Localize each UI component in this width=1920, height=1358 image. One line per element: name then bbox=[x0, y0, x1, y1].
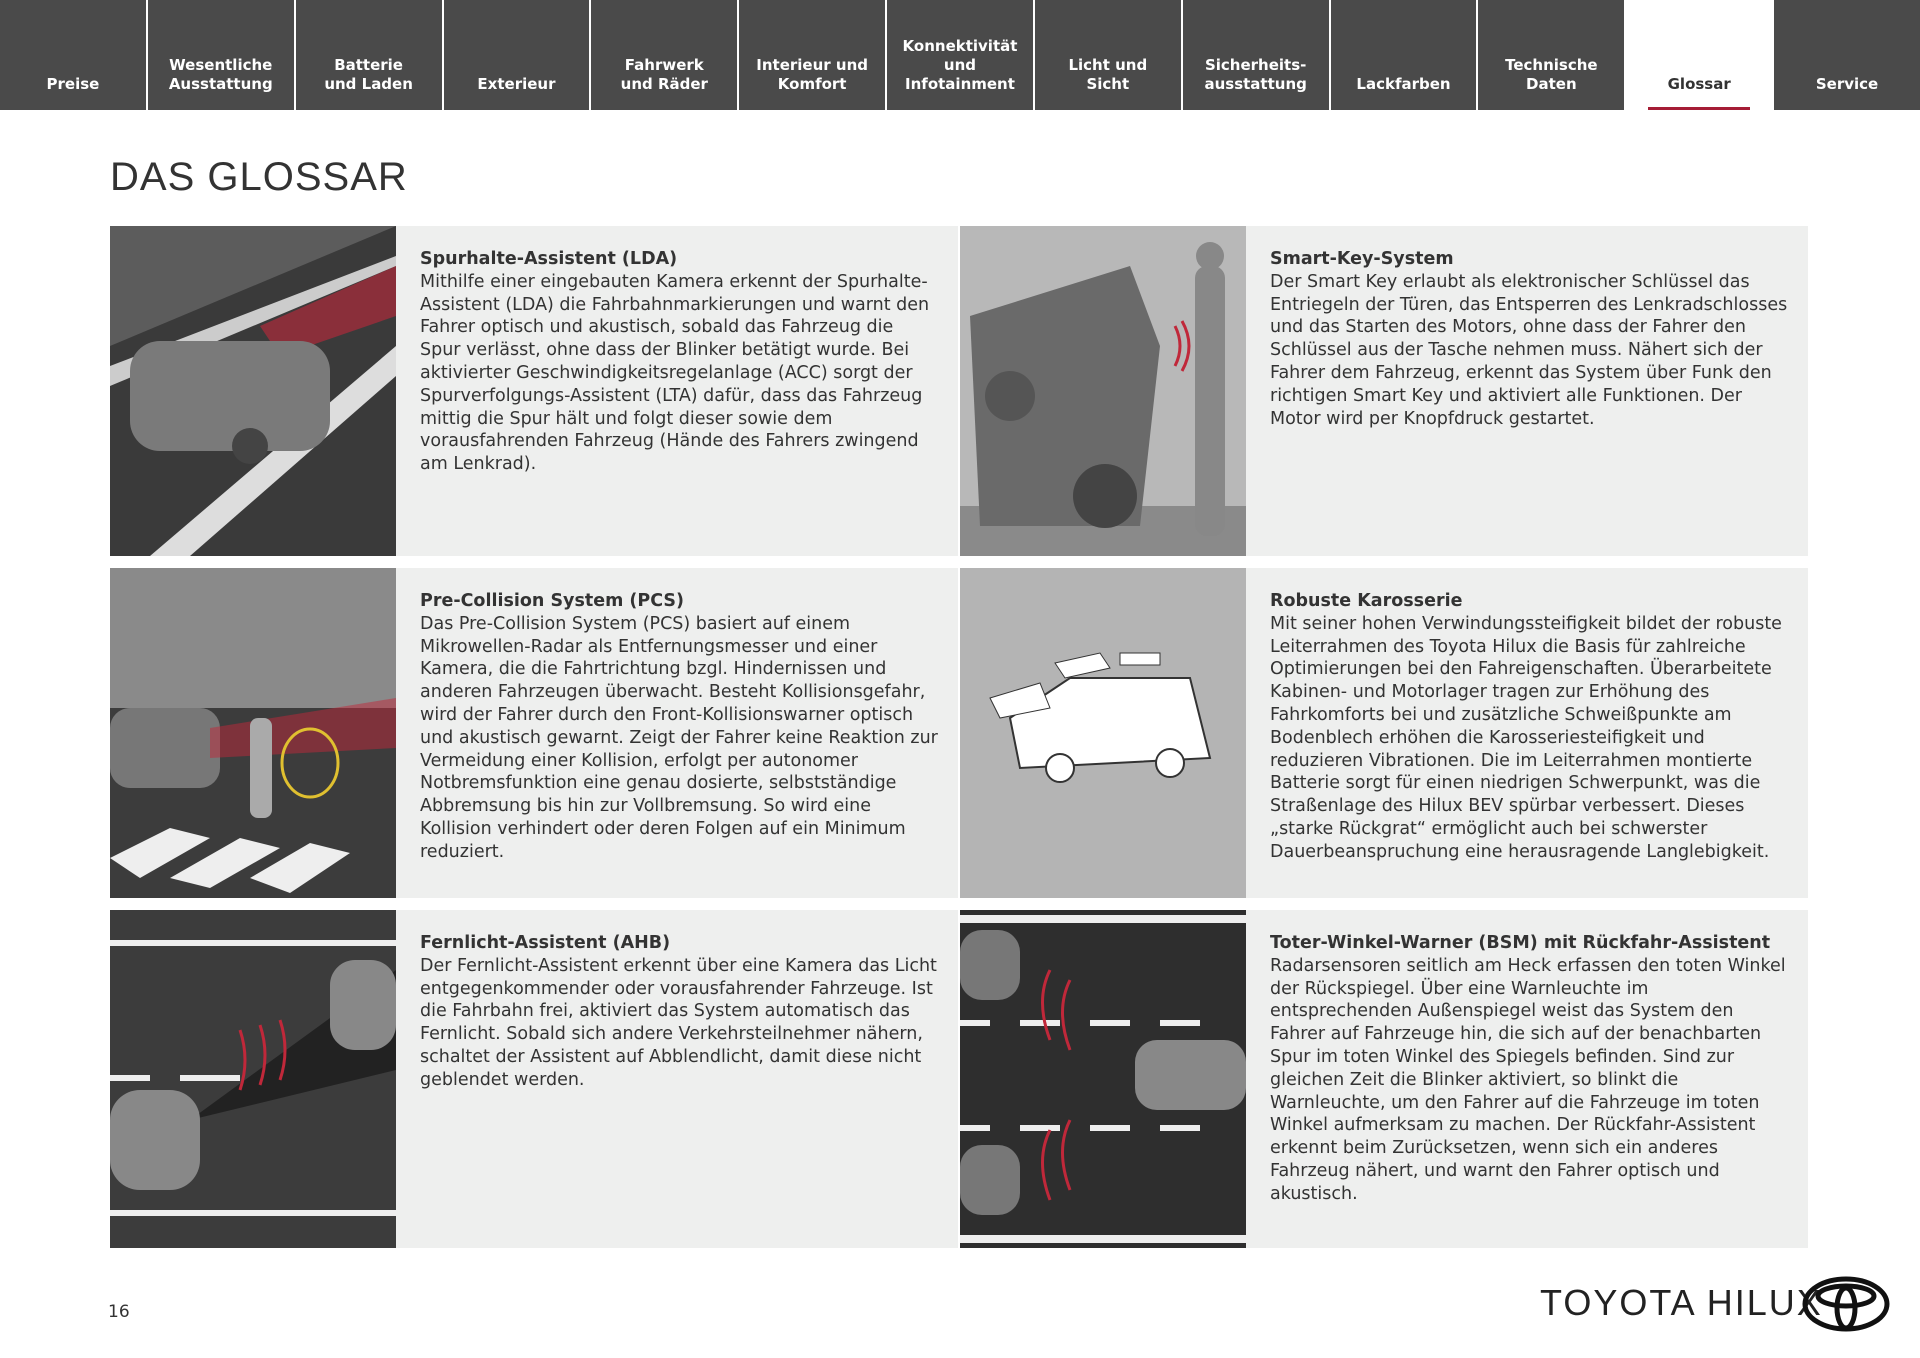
tab-wesentliche-ausstattung[interactable]: Wesentliche Ausstattung bbox=[147, 0, 294, 110]
tab-preise[interactable]: Preise bbox=[0, 0, 146, 110]
entry-text: Das Pre-Collision System (PCS) basiert a… bbox=[420, 613, 938, 862]
tab-technische-daten[interactable]: Technische Daten bbox=[1478, 0, 1625, 110]
section-nav: Preise Wesentliche Ausstattung Batterie … bbox=[0, 0, 1920, 110]
tab-licht-und-sicht[interactable]: Licht und Sicht bbox=[1034, 0, 1181, 110]
entry-text: Mithilfe einer eingebauten Kamera erkenn… bbox=[420, 271, 930, 475]
entry-text: Radarsensoren seitlich am Heck erfassen … bbox=[1270, 955, 1786, 1204]
bsm-illustration bbox=[960, 910, 1246, 1248]
tab-service[interactable]: Service bbox=[1774, 0, 1920, 110]
entry-title: Toter-Winkel-Warner (BSM) mit Rückfahr-A… bbox=[1270, 933, 1771, 953]
tab-fahrwerk[interactable]: Fahrwerk und Räder bbox=[591, 0, 738, 110]
page-number: 16 bbox=[108, 1302, 130, 1322]
ahb-illustration bbox=[110, 910, 396, 1248]
glossary-entry: Pre-Collision System (PCS)Das Pre-Collis… bbox=[110, 568, 958, 898]
entry-title: Smart-Key-System bbox=[1270, 249, 1454, 269]
page-title: DAS GLOSSAR bbox=[110, 155, 408, 199]
glossary-entry: Toter-Winkel-Warner (BSM) mit Rückfahr-A… bbox=[960, 910, 1808, 1248]
tab-exterieur[interactable]: Exterieur bbox=[443, 0, 590, 110]
entry-title: Spurhalte-Assistent (LDA) bbox=[420, 249, 678, 269]
entry-text: Der Fernlicht-Assistent erkennt über ein… bbox=[420, 955, 937, 1090]
body-frame-illustration bbox=[960, 568, 1246, 898]
brand-name: TOYOTA HILUX bbox=[1540, 1282, 1823, 1323]
tab-lackfarben[interactable]: Lackfarben bbox=[1330, 0, 1477, 110]
tab-batterie-und-laden[interactable]: Batterie und Laden bbox=[295, 0, 442, 110]
toyota-logo-icon bbox=[1802, 1276, 1890, 1332]
lda-illustration bbox=[110, 226, 396, 556]
tab-glossar[interactable]: Glossar bbox=[1626, 0, 1773, 110]
entry-text: Der Smart Key erlaubt als elektronischer… bbox=[1270, 271, 1788, 429]
tab-sicherheitsausstattung[interactable]: Sicherheits- ausstattung bbox=[1182, 0, 1329, 110]
entry-text: Mit seiner hohen Verwindungssteifigkeit … bbox=[1270, 613, 1782, 862]
entry-title: Robuste Karosserie bbox=[1270, 591, 1463, 611]
entry-title: Fernlicht-Assistent (AHB) bbox=[420, 933, 671, 953]
pcs-illustration bbox=[110, 568, 396, 898]
entry-title: Pre-Collision System (PCS) bbox=[420, 591, 685, 611]
smart-key-illustration bbox=[960, 226, 1246, 556]
glossary-entry: Fernlicht-Assistent (AHB)Der Fernlicht-A… bbox=[110, 910, 958, 1248]
tab-konnektivitaet[interactable]: Konnektivität und Infotainment bbox=[887, 0, 1033, 110]
tab-interieur[interactable]: Interieur und Komfort bbox=[739, 0, 886, 110]
glossary-entry: Spurhalte-Assistent (LDA)Mithilfe einer … bbox=[110, 226, 958, 556]
